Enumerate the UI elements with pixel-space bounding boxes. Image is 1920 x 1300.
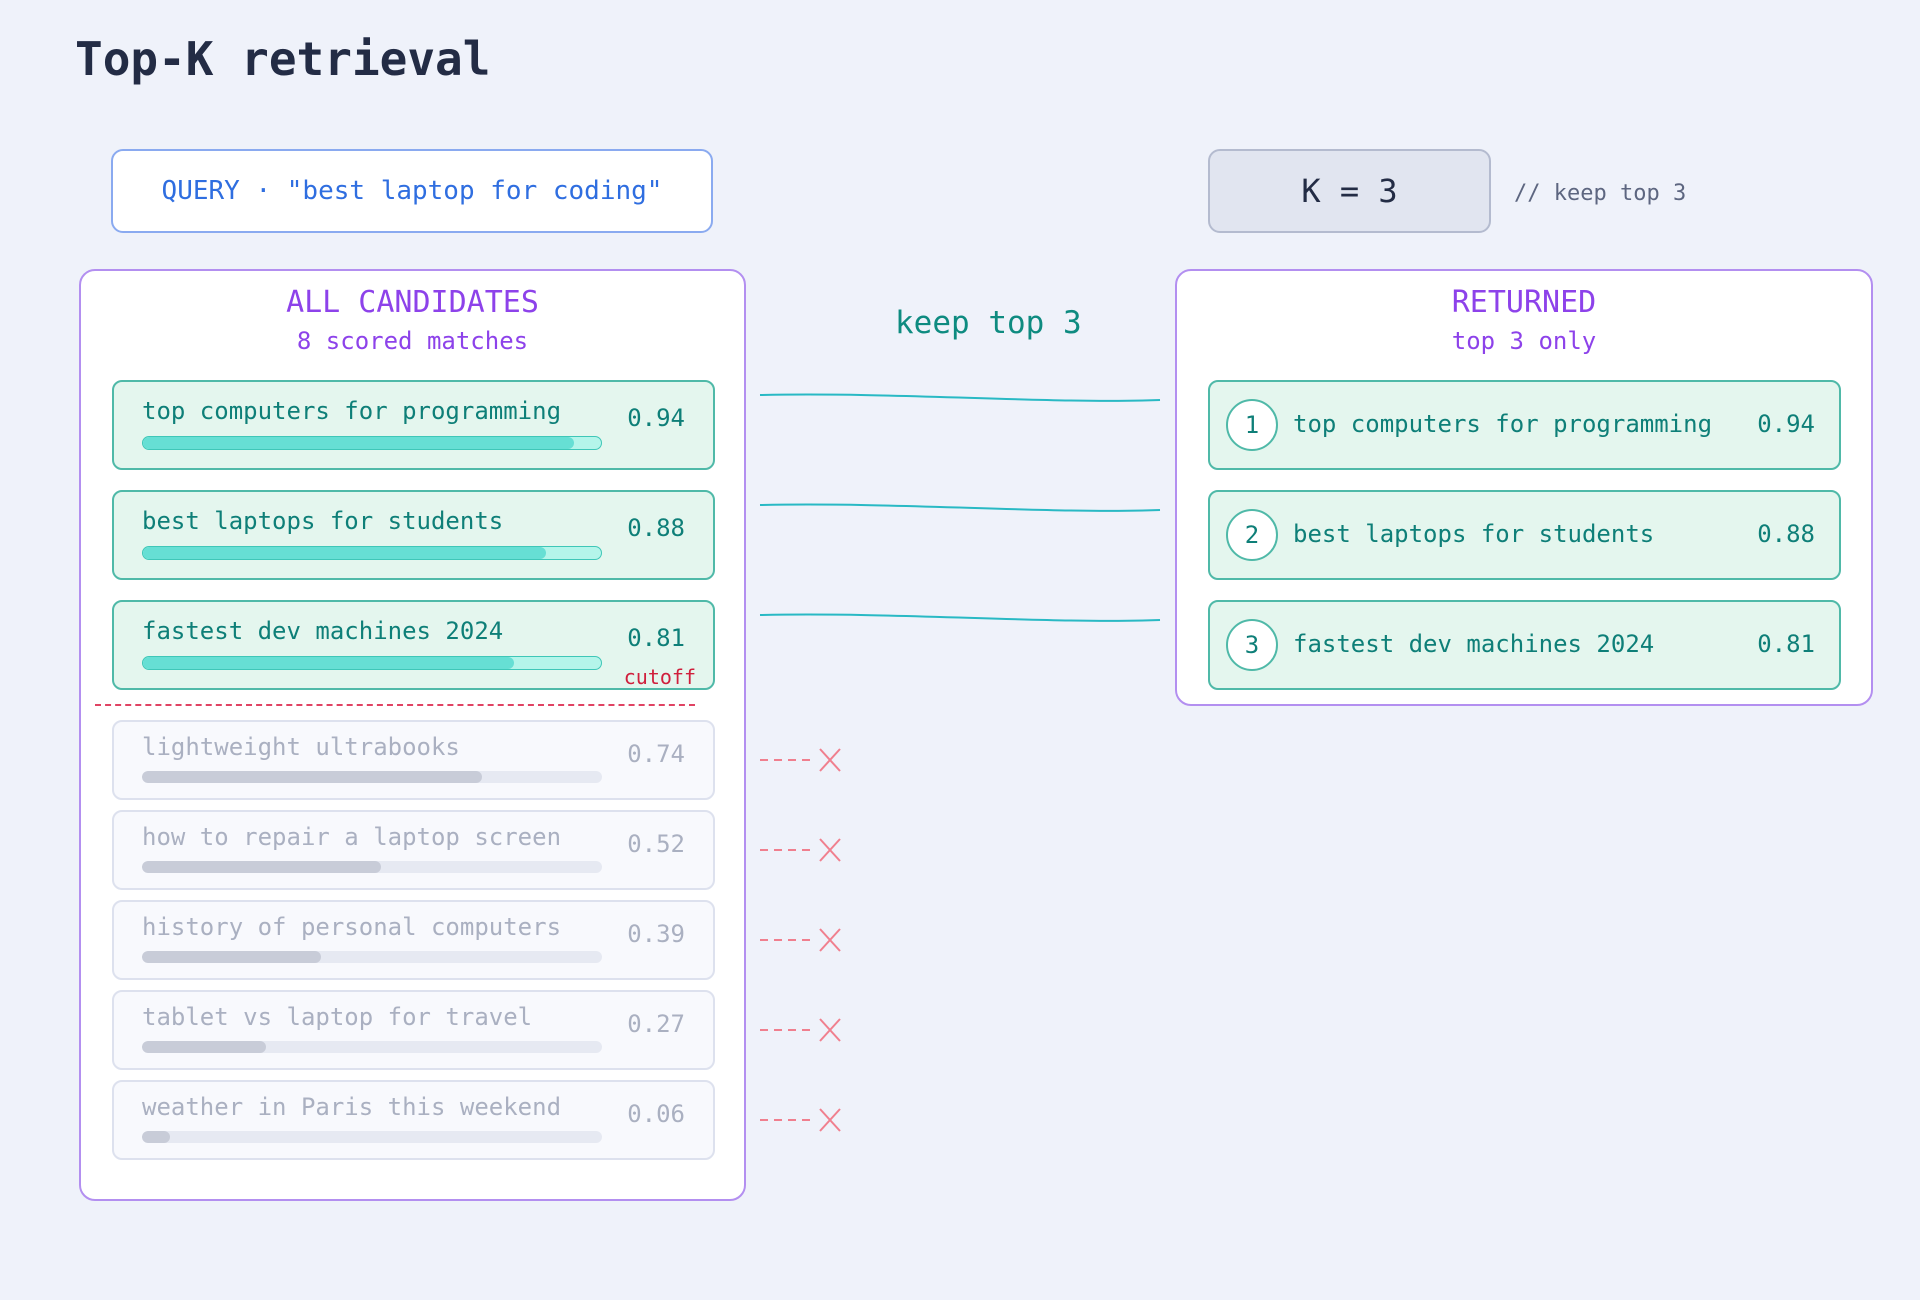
score-bar-fill: [143, 657, 514, 669]
rank-badge: 3: [1226, 619, 1278, 671]
candidate-text: fastest dev machines 2024: [142, 617, 504, 645]
dropped-x-icon: [760, 1018, 841, 1042]
returned-score: 0.81: [1757, 630, 1815, 658]
candidate-card: history of personal computers 0.39: [112, 900, 715, 980]
score-bar: [142, 1041, 602, 1053]
candidates-panel: ALL CANDIDATES 8 scored matches top comp…: [79, 269, 746, 1201]
score-bar: [142, 546, 602, 560]
returned-card: 3 fastest dev machines 2024 0.81: [1208, 600, 1841, 690]
returned-text: top computers for programming: [1293, 410, 1713, 438]
connector-line: [759, 393, 1161, 402]
candidate-score: 0.81: [627, 624, 685, 652]
returned-card: 2 best laptops for students 0.88: [1208, 490, 1841, 580]
score-bar-fill: [142, 1131, 170, 1143]
score-bar: [142, 861, 602, 873]
returned-text: best laptops for students: [1293, 520, 1655, 548]
candidate-text: history of personal computers: [142, 913, 562, 941]
dropped-markers: [760, 748, 841, 1132]
candidate-card: fastest dev machines 2024 0.81: [112, 600, 715, 690]
k-comment: // keep top 3: [1514, 181, 1687, 206]
connector-line: [759, 503, 1161, 512]
candidate-score: 0.39: [627, 920, 685, 948]
candidate-score: 0.88: [627, 514, 685, 542]
score-bar-fill: [142, 1041, 267, 1053]
connector-line: [759, 613, 1161, 622]
score-bar-fill: [142, 861, 382, 873]
score-bar-fill: [143, 547, 547, 559]
dropped-x-icon: [760, 928, 841, 952]
query-box: QUERY · "best laptop for coding": [111, 149, 713, 233]
returned-score: 0.94: [1757, 410, 1815, 438]
candidate-score: 0.06: [627, 1100, 685, 1128]
cutoff-label: cutoff: [623, 665, 696, 689]
rank-badge: 2: [1226, 509, 1278, 561]
dropped-x-icon: [760, 748, 841, 772]
candidates-title: ALL CANDIDATES: [286, 285, 539, 320]
candidates-subtitle: 8 scored matches: [296, 327, 529, 355]
candidate-score: 0.52: [627, 830, 685, 858]
returned-title: RETURNED: [1451, 285, 1597, 320]
returned-card: 1 top computers for programming 0.94: [1208, 380, 1841, 470]
score-bar: [142, 1131, 602, 1143]
dropped-x-icon: [760, 1108, 841, 1132]
page-title: Top-K retrieval: [75, 32, 491, 86]
candidate-text: how to repair a laptop screen: [142, 823, 562, 851]
score-bar: [142, 951, 602, 963]
rank-badge: 1: [1226, 399, 1278, 451]
candidate-card: best laptops for students 0.88: [112, 490, 715, 580]
connector-label: keep top 3: [895, 305, 1082, 341]
dropped-x-icon: [760, 838, 841, 862]
candidate-card: top computers for programming 0.94: [112, 380, 715, 470]
cutoff-line: [95, 704, 695, 706]
candidate-card: weather in Paris this weekend 0.06: [112, 1080, 715, 1160]
score-bar-fill: [142, 951, 322, 963]
candidate-text: tablet vs laptop for travel: [142, 1003, 533, 1031]
returned-panel: RETURNED top 3 only 1 top computers for …: [1175, 269, 1873, 706]
candidate-score: 0.27: [627, 1010, 685, 1038]
returned-subtitle: top 3 only: [1451, 327, 1597, 355]
candidate-card: lightweight ultrabooks 0.74: [112, 720, 715, 800]
candidate-text: weather in Paris this weekend: [142, 1093, 562, 1121]
candidate-text: lightweight ultrabooks: [142, 733, 460, 761]
returned-text: fastest dev machines 2024: [1293, 630, 1655, 658]
k-value-box: K = 3: [1208, 149, 1491, 233]
candidate-score: 0.94: [627, 404, 685, 432]
score-bar-fill: [142, 771, 483, 783]
returned-score: 0.88: [1757, 520, 1815, 548]
score-bar: [142, 656, 602, 670]
candidate-score: 0.74: [627, 740, 685, 768]
candidate-text: best laptops for students: [142, 507, 504, 535]
score-bar: [142, 436, 602, 450]
candidate-text: top computers for programming: [142, 397, 562, 425]
candidate-card: tablet vs laptop for travel 0.27: [112, 990, 715, 1070]
score-bar-fill: [143, 437, 574, 449]
candidate-card: how to repair a laptop screen 0.52: [112, 810, 715, 890]
score-bar: [142, 771, 602, 783]
